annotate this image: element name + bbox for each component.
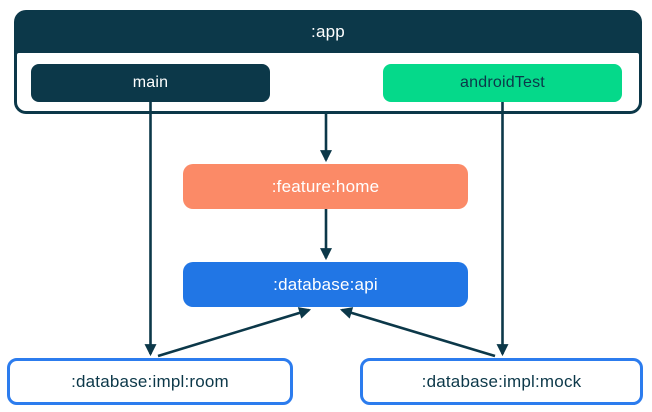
feature-home-module-node: :feature:home <box>183 164 468 209</box>
source-set-androidtest-label: androidTest <box>460 74 545 91</box>
database-impl-mock-module-label: :database:impl:mock <box>421 371 582 391</box>
database-impl-room-module-node: :database:impl:room <box>7 358 293 405</box>
database-impl-mock-module-node: :database:impl:mock <box>360 358 643 405</box>
source-set-main-label: main <box>132 74 169 91</box>
database-api-module-label: :database:api <box>273 274 378 294</box>
edge-impl-room-to-database-api <box>157 307 312 358</box>
edge-impl-mock-to-database-api <box>339 307 496 358</box>
app-module-label: :app <box>311 21 345 41</box>
source-set-androidtest-node: androidTest <box>383 64 622 102</box>
feature-home-module-label: :feature:home <box>271 176 380 196</box>
database-api-module-node: :database:api <box>183 262 468 307</box>
source-set-main-node: main <box>31 64 270 102</box>
app-module-header: :app <box>14 10 642 53</box>
database-impl-room-module-label: :database:impl:room <box>71 371 229 391</box>
